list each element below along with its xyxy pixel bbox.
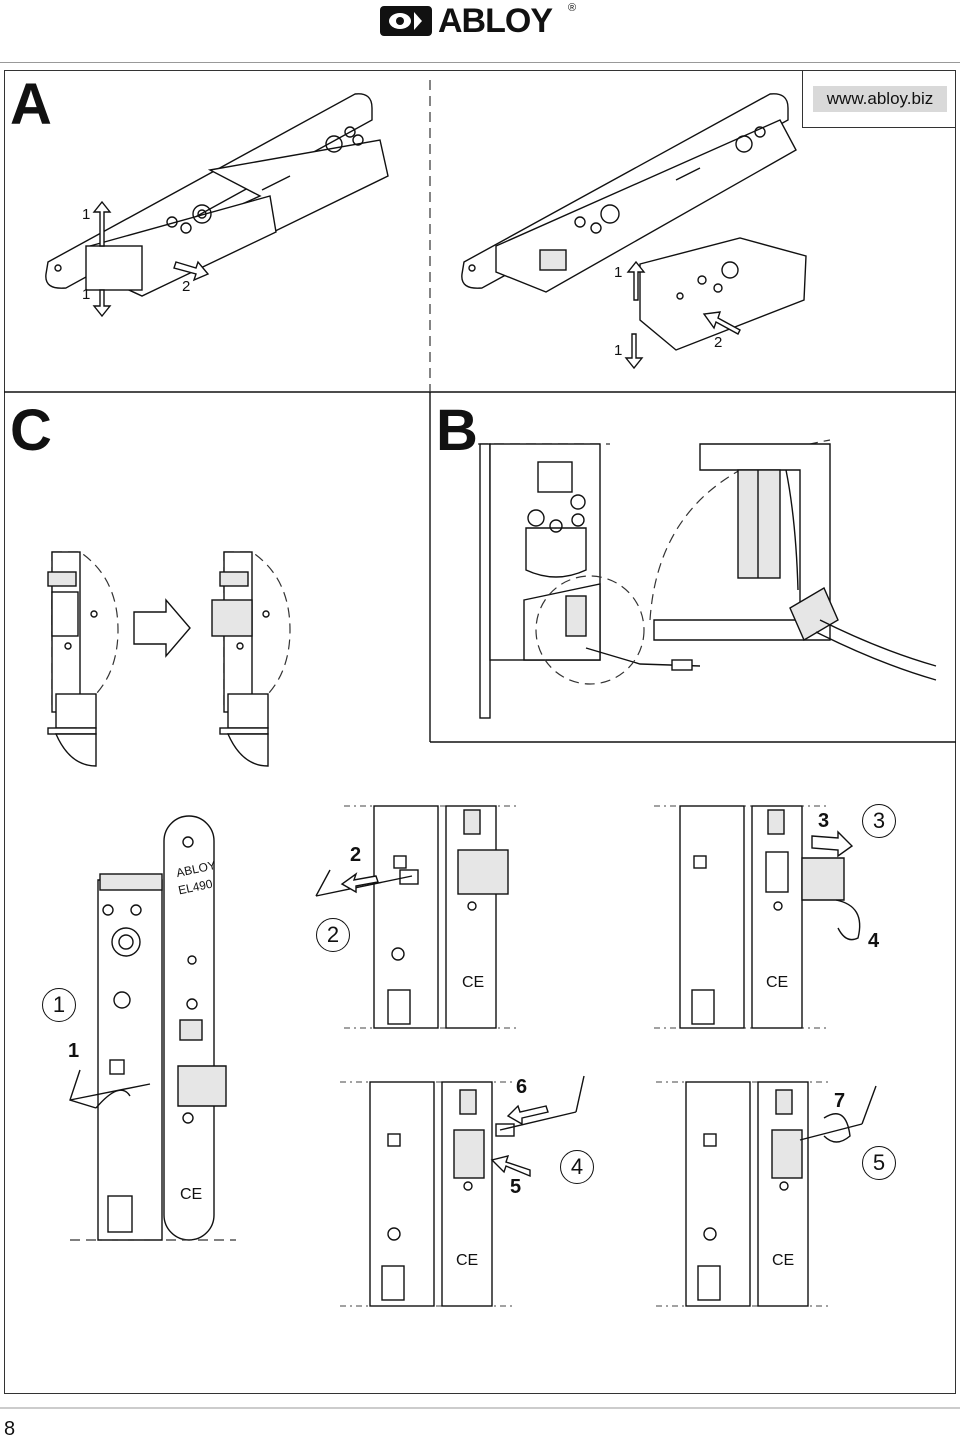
arrow-side-left: [173, 260, 210, 282]
lock-case-left: [45, 93, 389, 297]
step4-arrow-b-label: 5: [510, 1176, 522, 1198]
ce-mark-step4: CE: [456, 1252, 479, 1269]
label-a-right-side: 2: [714, 334, 723, 351]
website-url[interactable]: www.abloy.biz: [813, 86, 947, 112]
step5-circle: 5: [862, 1146, 896, 1180]
diagram-frame: [4, 70, 956, 1394]
step4-circle: 4: [560, 1150, 594, 1184]
registered-mark: ®: [568, 2, 577, 14]
step3-circle: 3: [862, 804, 896, 838]
header-rule: [0, 62, 960, 63]
ce-mark-step2: CE: [462, 974, 485, 991]
brand-name: ABLOY: [438, 2, 553, 40]
ce-mark-step3: CE: [766, 974, 789, 991]
arrow-step4-b: [490, 1155, 531, 1178]
ce-mark-step1: CE: [180, 1186, 203, 1203]
website-box: www.abloy.biz: [802, 70, 956, 128]
arrow-side-right: [702, 311, 741, 335]
step2-circle: 2: [316, 918, 350, 952]
step5-arrow-label: 7: [834, 1090, 846, 1112]
removed-cover: [639, 237, 807, 351]
section-b-label: B: [436, 398, 478, 463]
section-a-label: A: [10, 72, 52, 137]
arrow-up-left: [92, 200, 112, 247]
lock-step2: [315, 805, 518, 1029]
lock-step3: [654, 805, 861, 1029]
label-a-right-down: 1: [614, 342, 623, 359]
section-c-label: C: [10, 398, 52, 463]
arrow-step4-a: [506, 1104, 549, 1126]
cable-routing: [478, 439, 937, 719]
arrow-up-right: [626, 260, 646, 301]
step3-arrow-a-label: 3: [818, 810, 830, 832]
abloy-key-icon: [380, 6, 432, 36]
label-a-left-side: 2: [182, 278, 191, 295]
arrow-down-right: [624, 333, 644, 370]
arrow-down-left: [92, 289, 112, 318]
lock-step5: [656, 1081, 877, 1307]
lock-step1: [69, 815, 236, 1241]
latch-after: [211, 551, 291, 767]
label-a-left-up: 1: [82, 206, 91, 223]
page-number: 8: [4, 1418, 16, 1440]
step4-arrow-a-label: 6: [516, 1076, 528, 1098]
transform-arrow: [133, 598, 191, 658]
ce-mark-step5: CE: [772, 1252, 795, 1269]
step2-arrow-label: 2: [350, 844, 362, 866]
arrow-step3: [811, 830, 854, 858]
arrow-step2: [340, 872, 379, 894]
step3-arrow-b-label: 4: [868, 930, 880, 952]
label-a-right-up: 1: [614, 264, 623, 281]
label-a-left-down: 1: [82, 286, 91, 303]
lock-step4: [340, 1075, 585, 1307]
lock-case-right: [461, 93, 797, 293]
step1-arrow-label: 1: [68, 1040, 80, 1062]
latch-before: [47, 551, 119, 767]
step1-circle: 1: [42, 988, 76, 1022]
abloy-logo: ABLOY ®: [378, 2, 588, 42]
